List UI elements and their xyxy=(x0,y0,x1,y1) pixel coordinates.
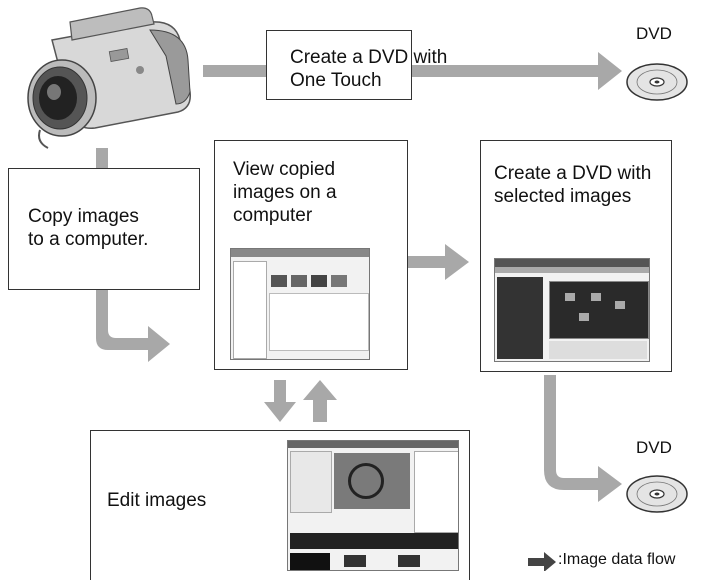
flow-arrow-view-to-create xyxy=(408,244,469,280)
flow-arrow-create-to-dvd xyxy=(544,375,622,502)
one-touch-text: Create a DVD with One Touch xyxy=(290,47,448,91)
flow-arrow-copy-to-view xyxy=(96,290,170,362)
legend-text: :Image data flow xyxy=(558,551,676,568)
flow-arrow-camera-to-onetouch xyxy=(203,65,266,77)
dvd-label-top: DVD xyxy=(636,24,672,43)
dvd-label-bottom: DVD xyxy=(636,438,672,457)
view-text: View copied images on a computer xyxy=(233,159,337,226)
edit-software-screenshot xyxy=(287,440,459,571)
flow-arrow-edit-to-view xyxy=(303,380,337,422)
flow-arrow-view-to-edit xyxy=(264,380,296,422)
flow-arrow-camera-down xyxy=(96,148,108,168)
copy-text: Copy images to a computer. xyxy=(28,206,149,250)
flow-arrow-onetouch-to-dvd xyxy=(412,52,622,90)
one-touch-box-border xyxy=(266,30,412,100)
legend-arrow xyxy=(528,552,556,571)
one-touch-box-frame xyxy=(266,30,412,100)
view-software-screenshot xyxy=(230,248,370,360)
create-dvd-software-screenshot xyxy=(494,258,650,362)
create-dvd-text: Create a DVD with selected images xyxy=(494,163,652,207)
edit-text: Edit images xyxy=(107,490,207,511)
copy-box xyxy=(8,168,200,290)
